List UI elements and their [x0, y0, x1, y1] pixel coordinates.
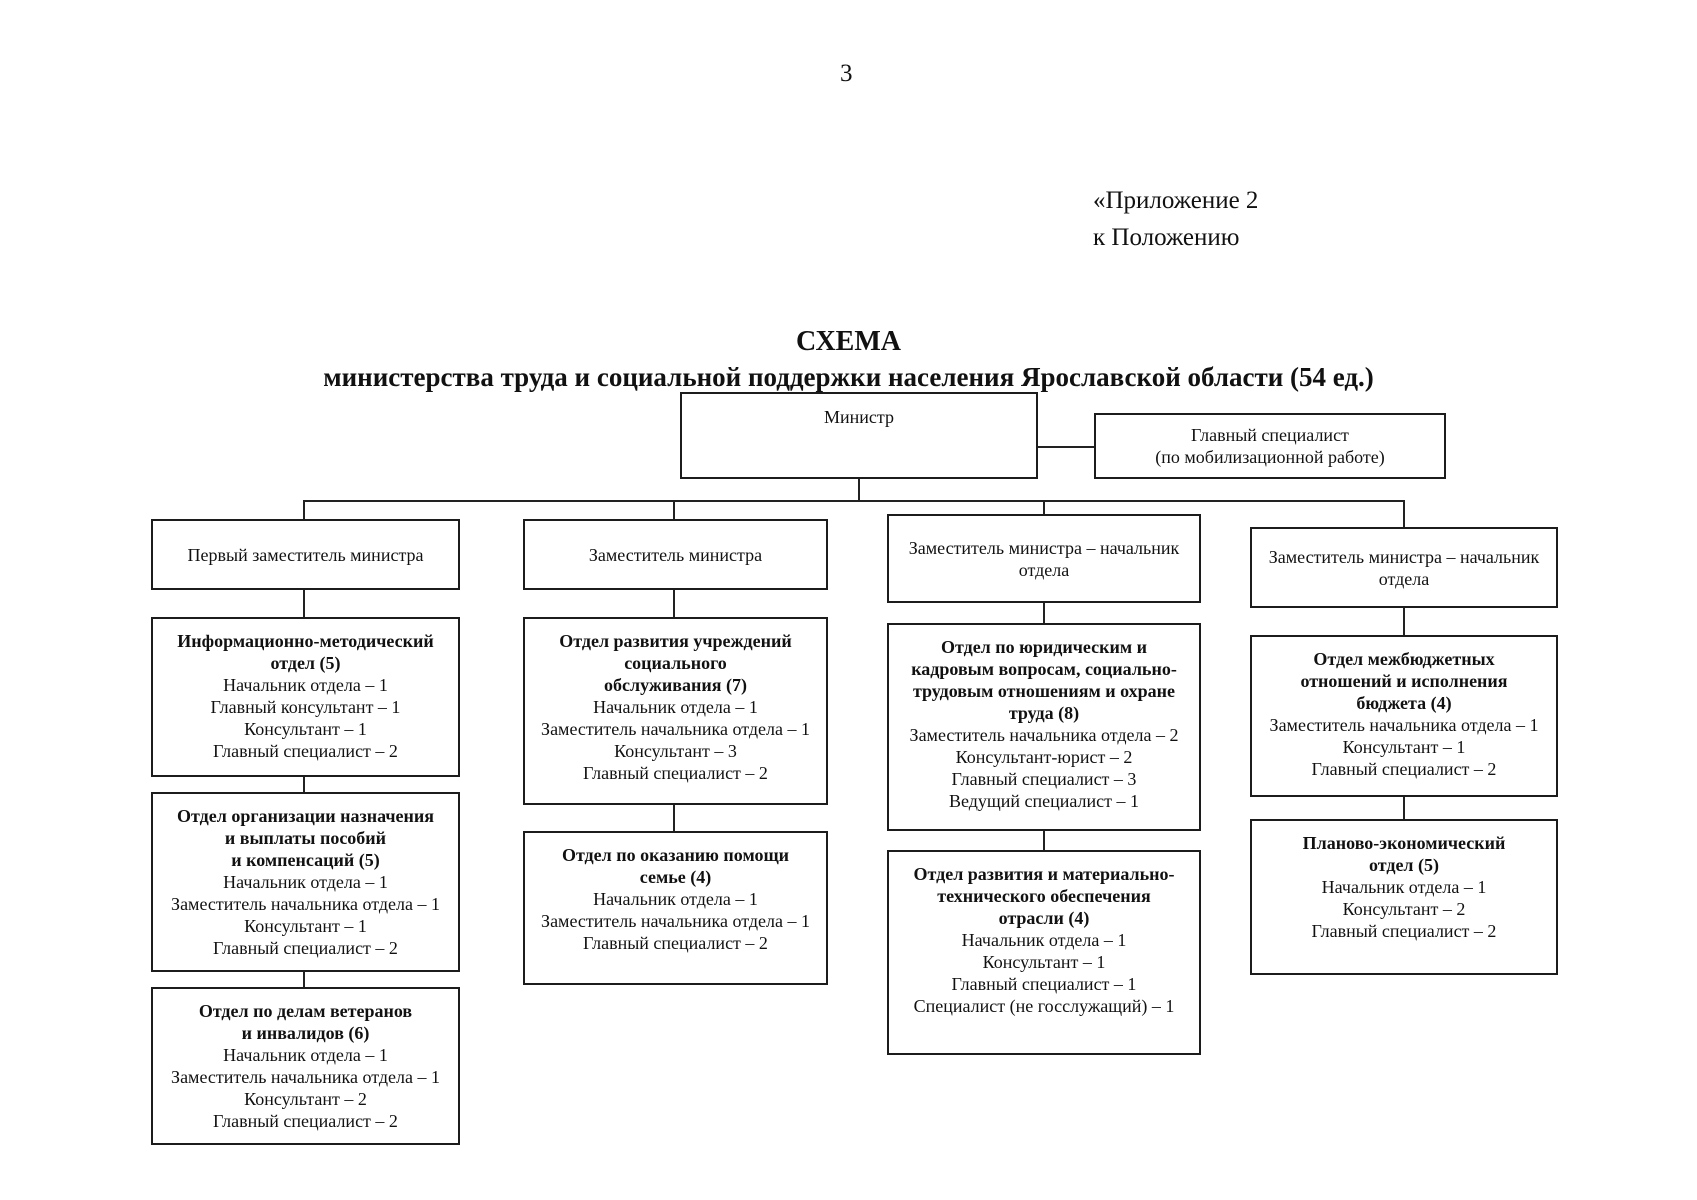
dept-box-veterans: Отдел по делам ветеранов и инвалидов (6)… — [151, 987, 460, 1145]
mobilization-specialist-box: Главный специалист (по мобилизационной р… — [1094, 413, 1446, 479]
schema-subtitle: министерства труда и социальной поддержк… — [323, 362, 1374, 392]
dept-staff: Начальник отдела – 1 Главный консультант… — [210, 675, 401, 761]
dept-box-social-institutions: Отдел развития учреждений социального об… — [523, 617, 828, 805]
dept-box-info-method: Информационно-методический отдел (5) Нач… — [151, 617, 460, 777]
dept-staff: Начальник отдела – 1 Заместитель начальн… — [541, 697, 810, 783]
connector-col1-a — [303, 590, 305, 617]
minister-box: Министр — [680, 392, 1038, 479]
dept-title: Планово-экономический отдел (5) — [1302, 833, 1506, 875]
connector-drop-col1 — [303, 500, 305, 519]
deputy-label: Заместитель министра – начальник отдела — [1268, 546, 1540, 589]
dept-title: Отдел по юридическим и кадровым вопросам… — [911, 637, 1177, 723]
dept-title: Отдел развития учреждений социального об… — [559, 631, 792, 695]
connector-col2-ab — [673, 805, 675, 831]
page-number: 3 — [840, 60, 853, 87]
deputy-box-first-deputy: Первый заместитель министра — [151, 519, 460, 590]
deputy-label: Заместитель министра — [588, 544, 763, 565]
dept-staff: Начальник отдела – 1 Заместитель начальн… — [541, 889, 810, 953]
dept-title: Информационно-методический отдел (5) — [177, 631, 434, 673]
connector-minister-riser — [858, 479, 860, 500]
mobilization-specialist-label: Главный специалист (по мобилизационной р… — [1155, 425, 1385, 467]
dept-title: Отдел по оказанию помощи семье (4) — [561, 845, 790, 887]
dept-staff: Начальник отдела – 1 Консультант – 2 Гла… — [1311, 877, 1497, 941]
minister-label: Министр — [824, 407, 894, 427]
connector-main-horizontal — [303, 500, 1404, 502]
connector-drop-col4 — [1403, 500, 1405, 527]
dept-staff: Начальник отдела – 1 Консультант – 1 Гла… — [913, 930, 1175, 1016]
deputy-label: Заместитель министра – начальник отдела — [908, 537, 1180, 580]
deputy-box-deputy-head-2: Заместитель министра – начальник отдела — [1250, 527, 1558, 608]
dept-box-family-aid: Отдел по оказанию помощи семье (4) Начал… — [523, 831, 828, 985]
dept-box-benefits: Отдел организации назначения и выплаты п… — [151, 792, 460, 972]
connector-col4-ab — [1403, 797, 1405, 819]
dept-box-planning: Планово-экономический отдел (5) Начальни… — [1250, 819, 1558, 975]
connector-col2-a — [673, 590, 675, 617]
dept-staff: Начальник отдела – 1 Заместитель начальн… — [171, 872, 440, 958]
deputy-box-deputy: Заместитель министра — [523, 519, 828, 590]
dept-staff: Заместитель начальника отдела – 1 Консул… — [1269, 715, 1539, 779]
connector-drop-col2 — [673, 500, 675, 519]
dept-title: Отдел организации назначения и выплаты п… — [177, 806, 434, 870]
dept-title: Отдел по делам ветеранов и инвалидов (6) — [198, 1001, 413, 1043]
dept-box-legal-hr: Отдел по юридическим и кадровым вопросам… — [887, 623, 1201, 831]
deputy-box-deputy-head-1: Заместитель министра – начальник отдела — [887, 514, 1201, 603]
connector-col1-ab — [303, 777, 305, 792]
dept-box-interbudget: Отдел межбюджетных отношений и исполнени… — [1250, 635, 1558, 797]
dept-staff: Заместитель начальника отдела – 2 Консул… — [909, 725, 1179, 811]
connector-drop-col3 — [1043, 500, 1045, 514]
connector-minister-specialist — [1038, 446, 1094, 448]
connector-col1-bc — [303, 972, 305, 987]
deputy-label: Первый заместитель министра — [187, 544, 424, 565]
dept-title: Отдел межбюджетных отношений и исполнени… — [1300, 649, 1508, 713]
dept-title: Отдел развития и материально- техническо… — [913, 864, 1175, 928]
connector-col3-a — [1043, 603, 1045, 623]
dept-staff: Начальник отдела – 1 Заместитель начальн… — [171, 1045, 440, 1131]
connector-col3-ab — [1043, 831, 1045, 850]
dept-box-logistics: Отдел развития и материально- техническо… — [887, 850, 1201, 1055]
annotation: «Приложение 2 к Положению — [1093, 187, 1259, 251]
connector-col4-a — [1403, 608, 1405, 635]
schema-title: СХЕМА — [795, 326, 902, 357]
